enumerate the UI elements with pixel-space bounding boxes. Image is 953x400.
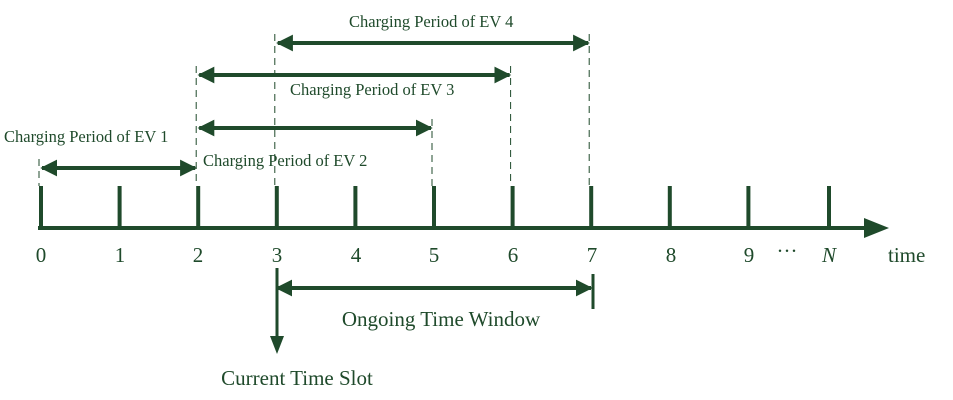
tick-label-9: 9: [744, 243, 755, 267]
ev2-period-label: Charging Period of EV 2: [203, 151, 367, 170]
charging-period-arrows: [40, 34, 590, 177]
ev1-period-label: Charging Period of EV 1: [4, 127, 168, 146]
current-slot-label: Current Time Slot: [221, 366, 373, 390]
time-axis-arrowhead: [864, 218, 889, 238]
tick-label-1: 1: [115, 243, 126, 267]
ev3-period-label: Charging Period of EV 3: [290, 80, 454, 99]
tick-label-8: 8: [666, 243, 677, 267]
tick-label-ellipsis: ···: [777, 239, 798, 263]
tick-label-4: 4: [351, 243, 362, 267]
tick-labels: 0 1 2 3 4 5 6 7 8 9 ··· N time: [36, 239, 926, 267]
tick-label-0: 0: [36, 243, 47, 267]
tick-label-6: 6: [508, 243, 519, 267]
ev4-period-label: Charging Period of EV 4: [349, 12, 513, 31]
tick-label-7: 7: [587, 243, 598, 267]
time-axis-label: time: [888, 243, 925, 267]
tick-label-2: 2: [193, 243, 204, 267]
ongoing-window-label: Ongoing Time Window: [342, 307, 541, 331]
tick-label-5: 5: [429, 243, 440, 267]
tick-marks: [39, 186, 831, 228]
current-slot-arrowhead: [270, 336, 284, 354]
tick-label-n: N: [821, 243, 837, 267]
tick-label-3: 3: [272, 243, 283, 267]
